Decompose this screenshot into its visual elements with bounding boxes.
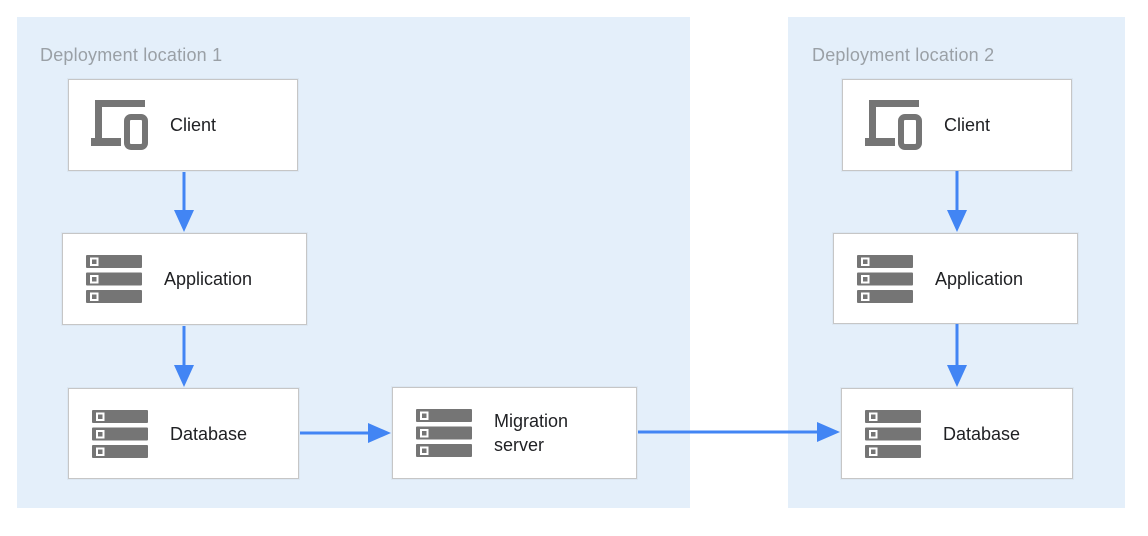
server-stack-icon (856, 254, 914, 303)
server-stack-icon (864, 409, 922, 458)
node-application-2: Application (833, 233, 1078, 324)
node-label: Database (943, 423, 1021, 444)
deployment-location-1-title: Deployment location 1 (40, 45, 223, 65)
deployment-location-2-panel: Deployment location 2 Client (788, 17, 1125, 508)
node-database-2: Database (841, 388, 1073, 479)
node-label: Migration server (494, 411, 569, 455)
client-devices-icon (91, 100, 149, 150)
server-stack-icon (85, 255, 143, 303)
server-stack-icon (415, 409, 473, 457)
node-label: Application (164, 269, 253, 289)
node-migration-server: Migration server (392, 387, 637, 479)
node-client-1: Client (68, 79, 298, 171)
node-label: Database (170, 423, 248, 444)
node-label: Application (935, 268, 1024, 289)
deployment-location-1-panel: Deployment location 1 Client (17, 17, 690, 508)
server-stack-icon (91, 409, 149, 458)
deployment-location-2-title: Deployment location 2 (812, 45, 995, 65)
node-label: Client (944, 115, 991, 135)
node-database-1: Database (68, 388, 299, 479)
node-application-1: Application (62, 233, 307, 325)
node-client-2: Client (842, 79, 1072, 171)
node-label: Client (170, 115, 217, 135)
client-devices-icon (865, 100, 923, 150)
